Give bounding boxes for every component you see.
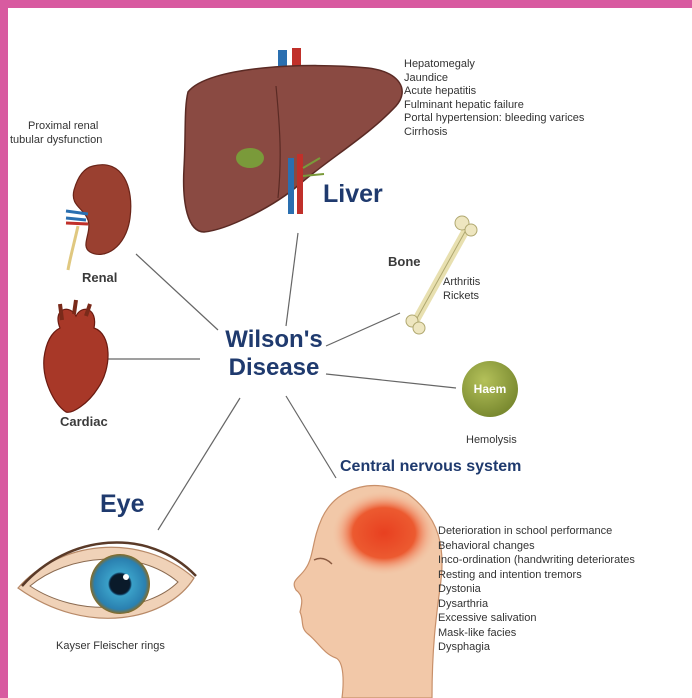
liver-title: Liver: [323, 180, 383, 209]
bone-symptom-list: Arthritis Rickets: [443, 276, 480, 303]
renal-title: Renal: [82, 270, 117, 285]
center-title-line-2: Disease: [214, 354, 334, 382]
bone-title: Bone: [388, 254, 421, 269]
eye-illustration: [18, 542, 196, 618]
center-title-line-1: Wilson's: [214, 326, 334, 354]
haem-note: Hemolysis: [466, 434, 517, 448]
list-item: Jaundice: [404, 72, 584, 86]
center-title: Wilson's Disease: [214, 326, 334, 382]
list-item: Fulminant hepatic failure: [404, 99, 584, 113]
list-item: Hepatomegaly: [404, 58, 584, 72]
list-item: Excessive salivation: [438, 611, 635, 626]
heart-illustration: [44, 300, 108, 412]
list-item: Dystonia: [438, 582, 635, 597]
cns-title: Central nervous system: [340, 458, 521, 476]
liver-symptom-list: Hepatomegaly Jaundice Acute hepatitis Fu…: [404, 58, 584, 139]
eye-title: Eye: [100, 490, 144, 519]
list-item: Arthritis: [443, 276, 480, 290]
list-item: Deterioration in school performance: [438, 524, 635, 539]
list-item: Cirrhosis: [404, 126, 584, 140]
list-item: Mask-like facies: [438, 626, 635, 641]
haem-badge: Haem: [462, 382, 518, 396]
diagram-canvas: Liver Hepatomegaly Jaundice Acute hepati…: [8, 8, 692, 698]
list-item: Rickets: [443, 290, 480, 304]
list-item: Inco-ordination (handwriting deteriorate…: [438, 553, 635, 568]
bone-illustration: [406, 216, 477, 334]
kidney-illustration: [66, 165, 131, 270]
list-item: Dysarthria: [438, 597, 635, 612]
renal-note-line-1: Proximal renal: [28, 120, 98, 134]
list-item: Acute hepatitis: [404, 85, 584, 99]
list-item: Resting and intention tremors: [438, 568, 635, 583]
eye-note: Kayser Fleischer rings: [56, 640, 165, 654]
list-item: Dysphagia: [438, 640, 635, 655]
list-item: Behavioral changes: [438, 539, 635, 554]
head-illustration: [294, 486, 442, 698]
list-item: Portal hypertension: bleeding varices: [404, 112, 584, 126]
cardiac-title: Cardiac: [60, 414, 108, 429]
cns-symptom-list: Deterioration in school performance Beha…: [438, 524, 635, 655]
renal-note-line-2: tubular dysfunction: [10, 134, 102, 148]
